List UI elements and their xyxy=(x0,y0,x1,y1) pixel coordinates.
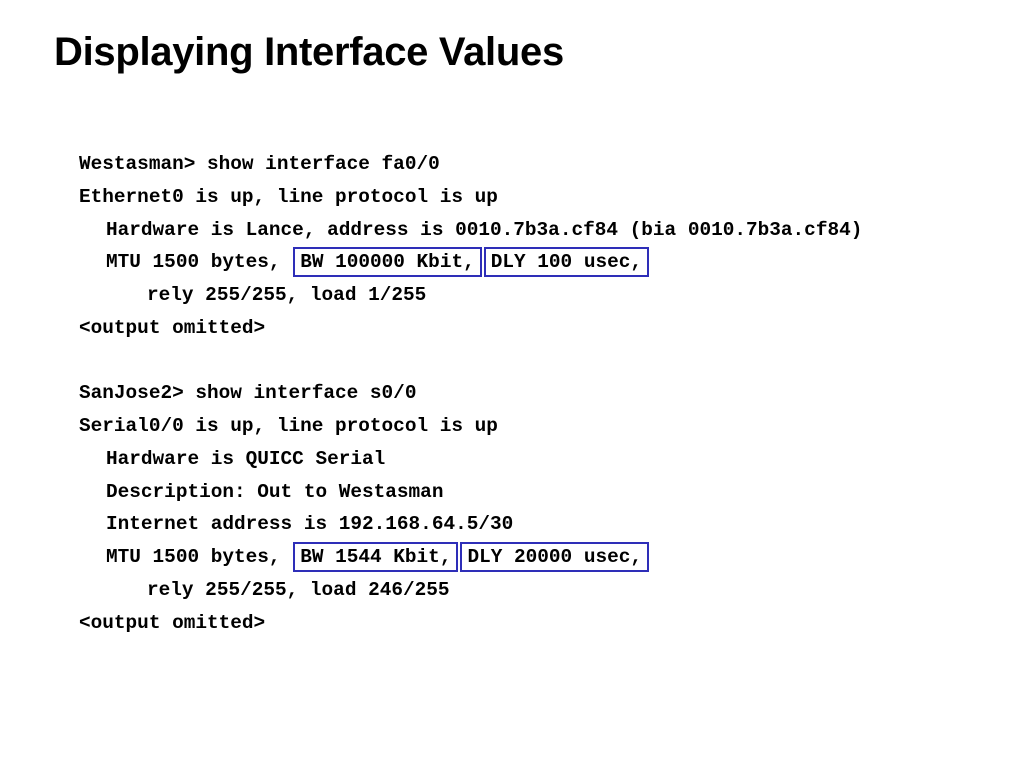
slide-title: Displaying Interface Values xyxy=(54,30,564,74)
rely-line-serial0: rely 255/255, load 246/255 xyxy=(147,578,450,601)
blank-line xyxy=(79,345,862,378)
mtu-text: MTU 1500 bytes, xyxy=(106,546,293,568)
internet-address-line-serial0: Internet address is 192.168.64.5/30 xyxy=(106,513,514,536)
status-line-ethernet0: Ethernet0 is up, line protocol is up xyxy=(79,185,498,208)
delay-highlight-box: DLY 20000 usec, xyxy=(460,542,650,572)
description-line-serial0: Description: Out to Westasman xyxy=(106,480,444,503)
command-line-westasman: Westasman> show interface fa0/0 xyxy=(79,153,440,175)
hardware-line-serial0: Hardware is QUICC Serial xyxy=(106,447,386,470)
mtu-line-serial0: MTU 1500 bytes, BW 1544 Kbit,DLY 20000 u… xyxy=(79,541,862,574)
cli-output: Westasman> show interface fa0/0 Ethernet… xyxy=(79,148,862,639)
mtu-line-ethernet0: MTU 1500 bytes, BW 100000 Kbit,DLY 100 u… xyxy=(79,246,862,279)
rely-line-ethernet0: rely 255/255, load 1/255 xyxy=(147,284,427,306)
hardware-line-ethernet0: Hardware is Lance, address is 0010.7b3a.… xyxy=(106,218,863,241)
output-omitted-line: <output omitted> xyxy=(79,611,266,634)
command-line-sanjose2: SanJose2> show interface s0/0 xyxy=(79,382,417,405)
mtu-text: MTU 1500 bytes, xyxy=(106,251,293,274)
bandwidth-highlight-box: BW 1544 Kbit, xyxy=(293,542,459,572)
bandwidth-highlight-box: BW 100000 Kbit, xyxy=(293,247,482,278)
status-line-serial0: Serial0/0 is up, line protocol is up xyxy=(79,415,498,437)
delay-highlight-box: DLY 100 usec, xyxy=(483,247,650,278)
output-omitted-line: <output omitted> xyxy=(79,316,266,339)
